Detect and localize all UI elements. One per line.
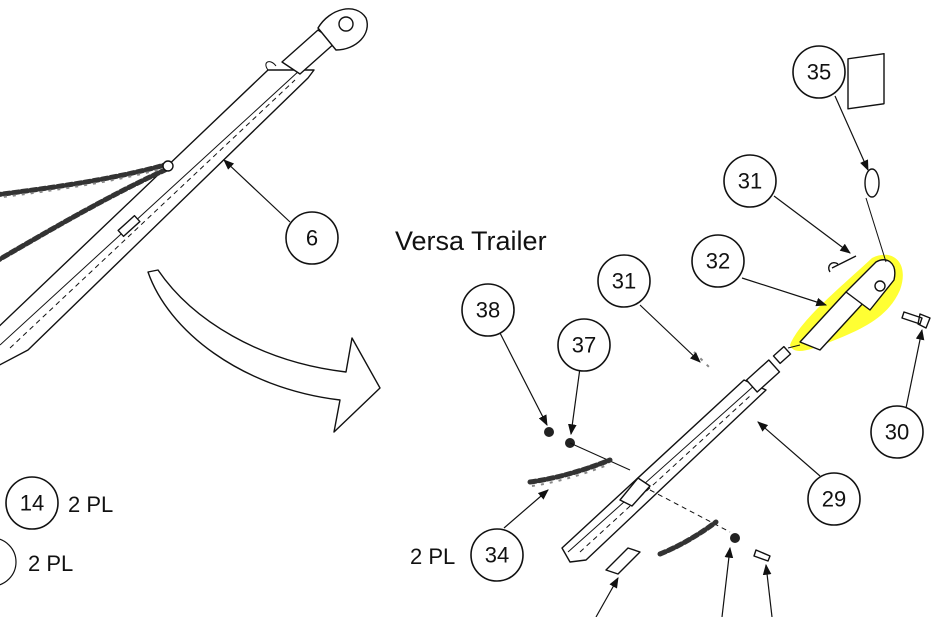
balloon-partial (0, 538, 17, 586)
coupler-tube (745, 359, 781, 393)
balloon-34: 34 (470, 528, 524, 582)
conversion-arrow (147, 269, 381, 433)
balloon-31-upper: 31 (723, 154, 777, 208)
svg-text:6: 6 (306, 226, 318, 251)
svg-text:37: 37 (572, 333, 596, 358)
svg-text:29: 29 (822, 487, 846, 512)
svg-text:32: 32 (706, 249, 730, 274)
svg-text:31: 31 (612, 269, 636, 294)
svg-text:34: 34 (485, 543, 509, 568)
winch-plate (847, 53, 885, 110)
balloon-38: 38 (461, 283, 515, 337)
nut-lower (730, 533, 740, 543)
svg-text:30: 30 (885, 420, 909, 445)
bolt-30 (901, 311, 931, 329)
balloon-6: 6 (285, 211, 339, 265)
label-2pl-14: 2 PL (68, 492, 113, 517)
balloon-31-lower: 31 (597, 254, 651, 308)
diagram-title: Versa Trailer (395, 226, 547, 256)
svg-text:31: 31 (738, 169, 762, 194)
balloon-14: 14 (5, 476, 59, 530)
label-2pl-34: 2 PL (410, 544, 455, 569)
left-tongue-slot (117, 214, 141, 238)
svg-text:14: 14 (20, 491, 44, 516)
label-2pl-lower: 2 PL (28, 551, 73, 576)
pin-31b (693, 351, 713, 371)
chain-bracket (619, 477, 651, 507)
balloon-30: 30 (870, 405, 924, 459)
bolt-lower (753, 549, 771, 562)
balloon-35: 35 (792, 45, 846, 99)
balloon-32: 32 (691, 234, 745, 288)
ball-38 (544, 427, 554, 437)
svg-text:35: 35 (807, 60, 831, 85)
left-tongue-assembly (0, 8, 368, 366)
balloon-29: 29 (807, 472, 861, 526)
versa-tongue-beam (561, 379, 767, 563)
safety-chain-34 (527, 457, 613, 485)
left-safety-chain-1 (0, 162, 168, 197)
left-winch (265, 8, 368, 75)
tongue-tab (605, 547, 641, 575)
balloon-37: 37 (557, 318, 611, 372)
svg-text:38: 38 (476, 298, 500, 323)
left-safety-chain-2 (0, 167, 168, 262)
safety-chain-lower (657, 519, 719, 557)
pin-31a (828, 255, 857, 273)
winch-32-highlighted (787, 254, 903, 352)
left-tongue-beam (0, 69, 315, 366)
right-tongue-assembly (527, 53, 931, 575)
